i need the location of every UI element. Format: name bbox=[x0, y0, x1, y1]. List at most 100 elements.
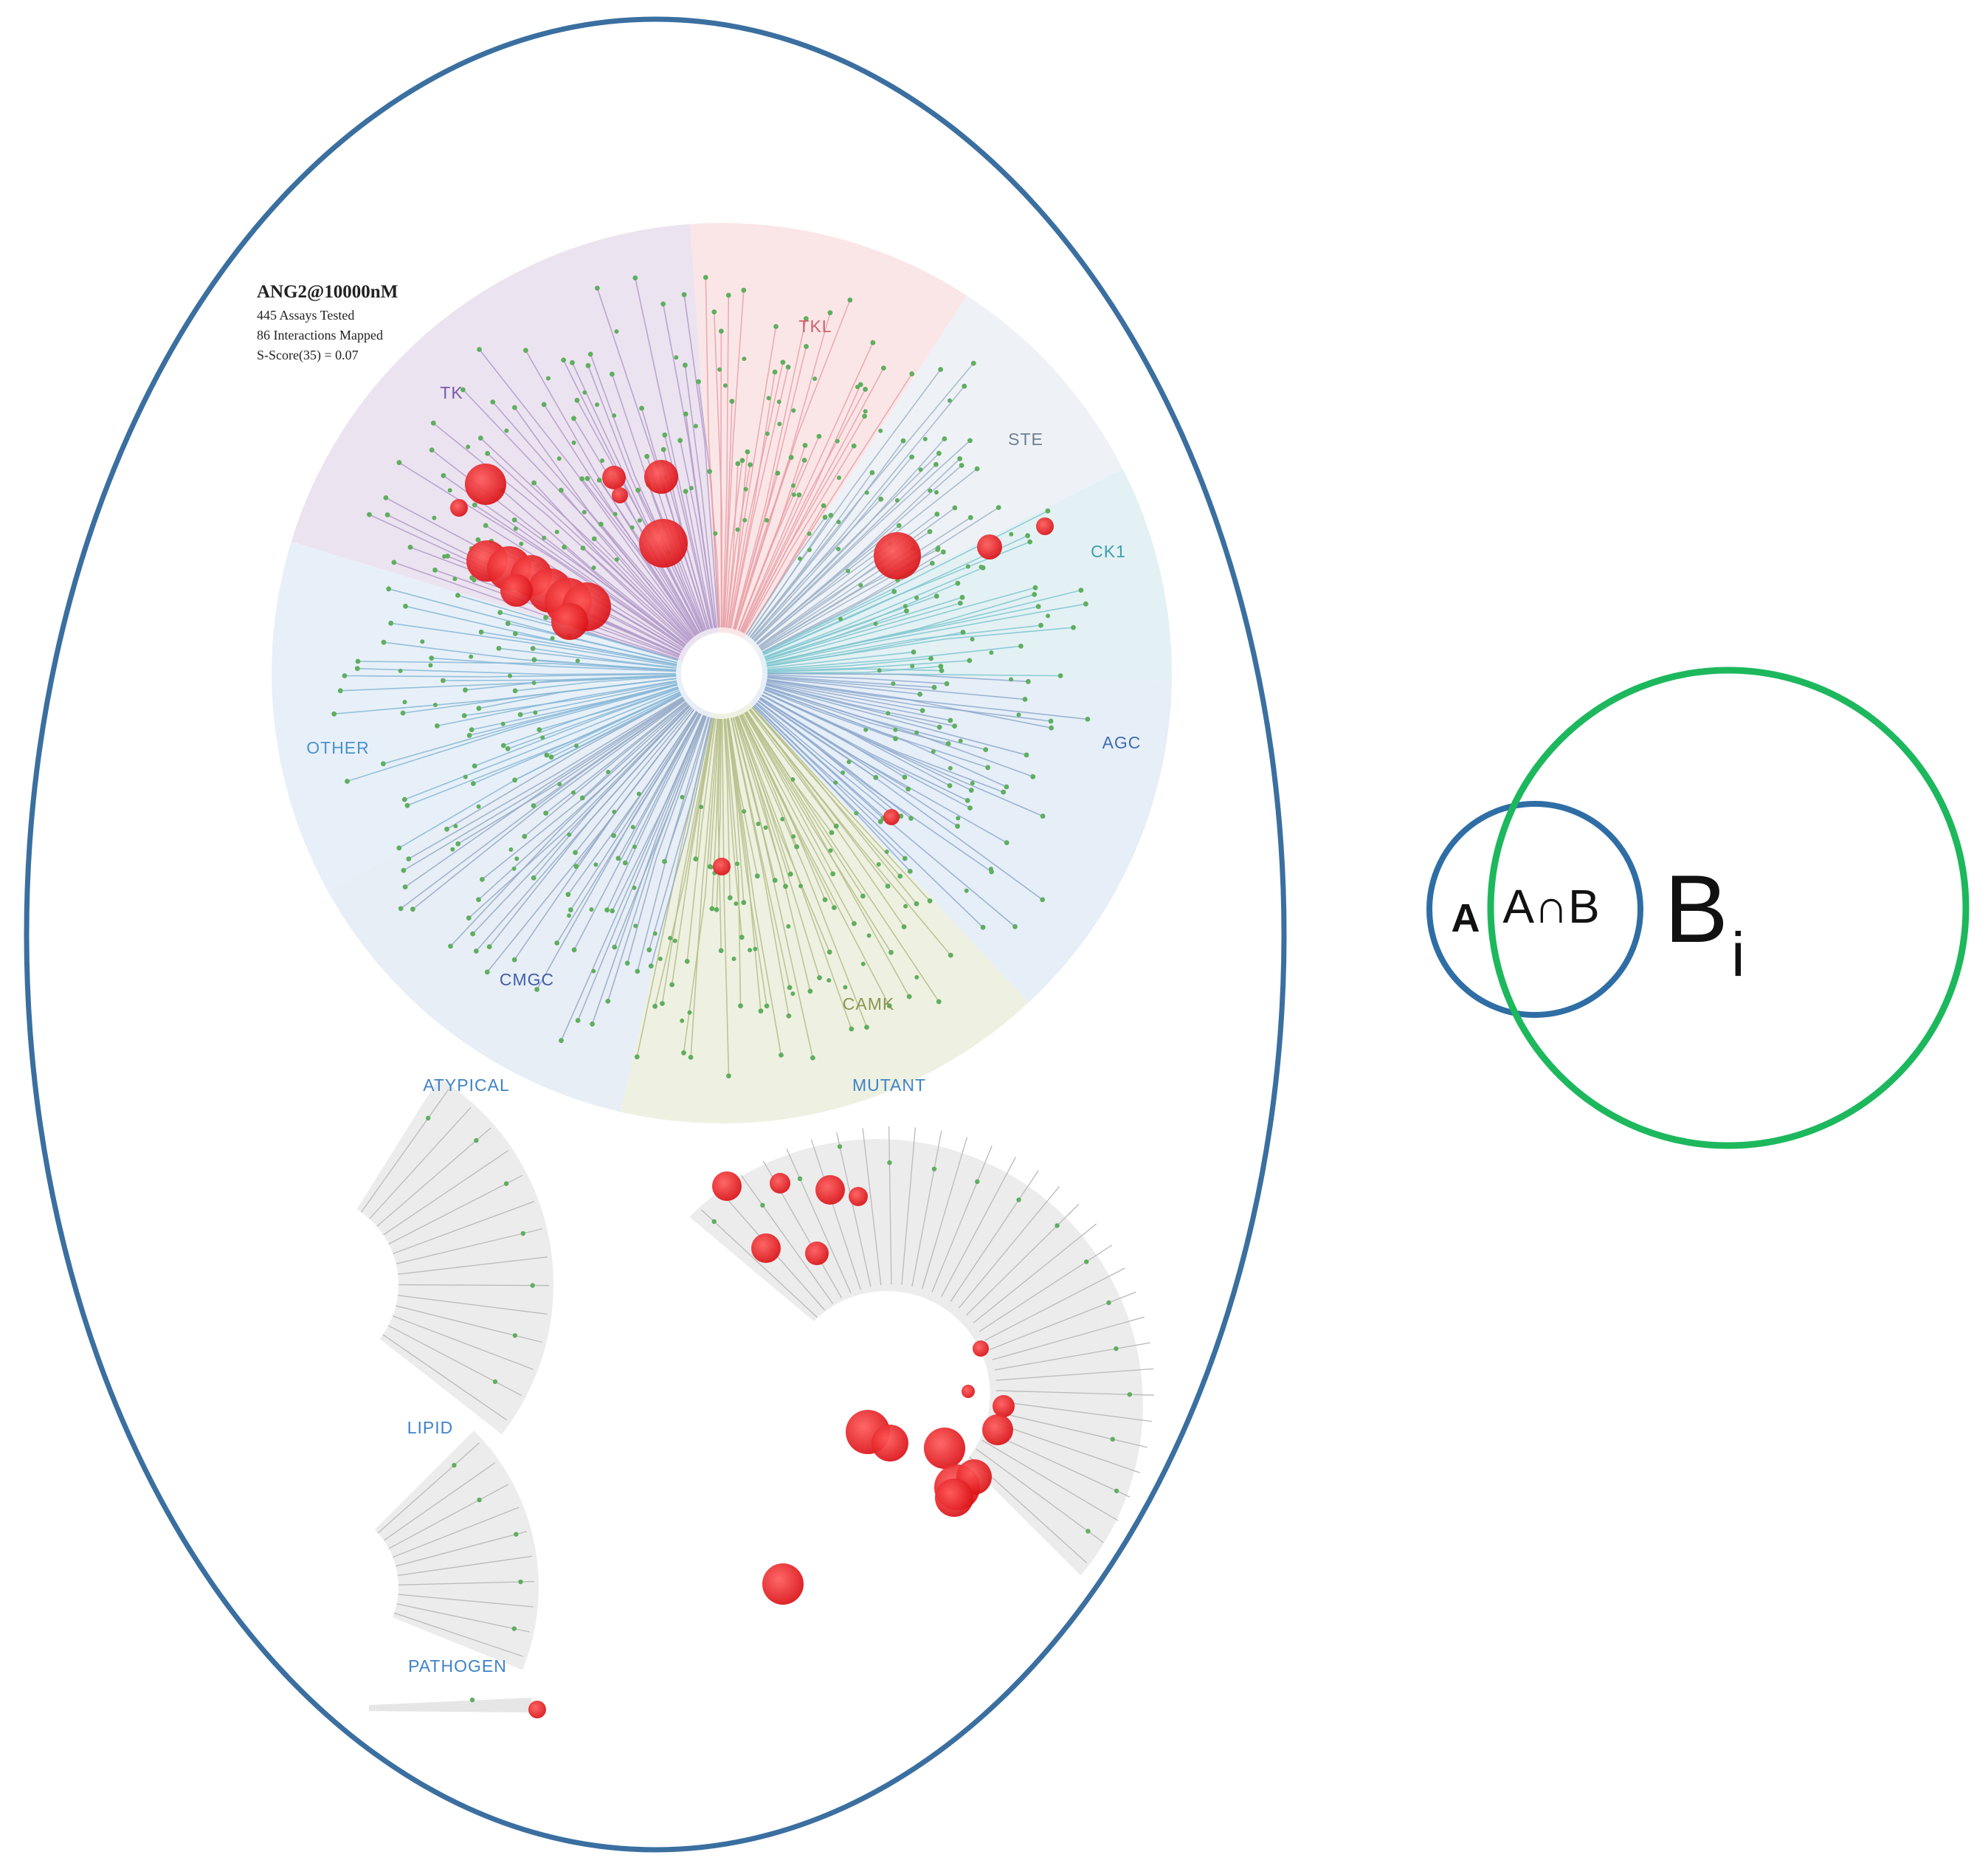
leaf-node bbox=[559, 487, 564, 493]
leaf-node bbox=[735, 527, 740, 532]
set-b-circle bbox=[1487, 667, 1970, 1149]
leaf-node bbox=[584, 475, 590, 481]
leaf-node bbox=[652, 931, 658, 936]
leaf-node bbox=[936, 724, 942, 730]
leaf-node bbox=[447, 488, 452, 493]
fan-branch-atypical bbox=[383, 1150, 508, 1236]
leaf-node bbox=[505, 621, 511, 627]
leaf-node bbox=[829, 830, 835, 836]
leaf-node bbox=[460, 387, 466, 393]
fan-branch-mutant bbox=[901, 1127, 917, 1285]
leaf-node bbox=[562, 544, 567, 550]
leaf-node bbox=[1127, 1391, 1133, 1397]
group-label-tkl: TKL bbox=[798, 317, 832, 336]
group-label-tk: TK bbox=[440, 383, 463, 402]
kinome-tree-center bbox=[681, 633, 762, 714]
sector-other bbox=[272, 541, 722, 892]
leaf-node bbox=[1057, 673, 1063, 678]
branch-camk bbox=[728, 718, 759, 876]
leaf-node bbox=[873, 622, 878, 626]
leaf-node bbox=[466, 444, 471, 450]
leaf-node bbox=[660, 1001, 665, 1006]
leaf-node bbox=[739, 458, 745, 464]
leaf-node bbox=[579, 795, 585, 801]
branch-camk bbox=[709, 718, 720, 867]
branch-tk bbox=[590, 354, 704, 632]
leaf-node bbox=[604, 907, 610, 913]
hit-marker bbox=[644, 460, 678, 494]
leaf-node bbox=[463, 687, 468, 693]
leaf-node bbox=[520, 1230, 526, 1236]
leaf-node bbox=[980, 565, 986, 571]
leaf-node bbox=[536, 727, 542, 732]
leaf-node bbox=[429, 447, 435, 452]
branch-tkl bbox=[732, 318, 807, 630]
set-b-label: B bbox=[1664, 855, 1728, 963]
leaf-node bbox=[400, 710, 406, 716]
group-label-atypical: ATYPICAL bbox=[423, 1075, 510, 1095]
branch-agc bbox=[759, 697, 959, 827]
branch-ste bbox=[748, 369, 942, 636]
fan-branch-mutant bbox=[994, 1342, 1150, 1371]
leaf-node bbox=[477, 347, 482, 352]
leaf-node bbox=[919, 708, 925, 713]
leaf-node bbox=[1114, 1346, 1119, 1352]
fan-branch-mutant bbox=[976, 1448, 1104, 1543]
leaf-node bbox=[904, 608, 909, 614]
leaf-node bbox=[835, 438, 840, 444]
leaf-node bbox=[1009, 677, 1014, 682]
leaf-node bbox=[891, 681, 896, 686]
fan-branch-atypical bbox=[392, 1315, 534, 1371]
leaf-node bbox=[796, 492, 802, 498]
fan-branch-mutant bbox=[740, 1174, 834, 1304]
leaf-node bbox=[995, 505, 1001, 510]
hit-marker bbox=[815, 1175, 845, 1205]
leaf-node bbox=[512, 777, 517, 783]
branch-tkl bbox=[728, 362, 784, 629]
branch-other bbox=[498, 647, 677, 669]
hit-marker bbox=[977, 534, 1002, 560]
leaf-node bbox=[557, 782, 562, 787]
leaf-node bbox=[952, 505, 958, 511]
leaf-node bbox=[863, 387, 868, 392]
leaf-node bbox=[910, 664, 915, 669]
leaf-node bbox=[727, 895, 733, 901]
branch-cmgc bbox=[624, 713, 701, 864]
fan-branch-atypical bbox=[398, 1256, 548, 1275]
branch-cmgc bbox=[533, 698, 685, 807]
leaf-node bbox=[748, 948, 753, 953]
leaf-node bbox=[967, 514, 973, 520]
leaf-node bbox=[579, 476, 584, 481]
hit-marker bbox=[883, 809, 900, 825]
branch-camk bbox=[737, 715, 852, 1030]
leaf-node bbox=[614, 329, 619, 334]
leaf-node bbox=[381, 639, 387, 645]
leaf-node bbox=[948, 398, 952, 403]
leaf-node bbox=[381, 761, 386, 767]
hit-marker bbox=[770, 1173, 790, 1194]
fan-branch-mutant bbox=[981, 1439, 1119, 1521]
leaf-node bbox=[534, 987, 539, 992]
leaf-node bbox=[512, 631, 518, 636]
leaf-node bbox=[863, 409, 868, 414]
branch-camk bbox=[723, 718, 731, 898]
leaf-node bbox=[1040, 813, 1046, 819]
branch-cmgc bbox=[611, 715, 705, 912]
leaf-node bbox=[480, 877, 485, 882]
leaf-node bbox=[531, 875, 536, 881]
branch-camk bbox=[752, 706, 931, 902]
branch-agc bbox=[763, 691, 1004, 793]
leaf-node bbox=[688, 486, 694, 491]
leaf-node bbox=[401, 867, 407, 873]
branch-agc bbox=[767, 677, 920, 695]
branch-cmgc bbox=[475, 706, 692, 952]
leaf-node bbox=[729, 399, 735, 404]
fan-mutant bbox=[689, 1139, 1143, 1576]
leaf-node bbox=[931, 1166, 937, 1171]
branch-cmgc bbox=[618, 712, 700, 859]
leaf-node bbox=[881, 365, 886, 371]
fan-branch-atypical bbox=[360, 1089, 449, 1213]
leaf-node bbox=[857, 382, 863, 388]
leaf-node bbox=[817, 975, 822, 980]
